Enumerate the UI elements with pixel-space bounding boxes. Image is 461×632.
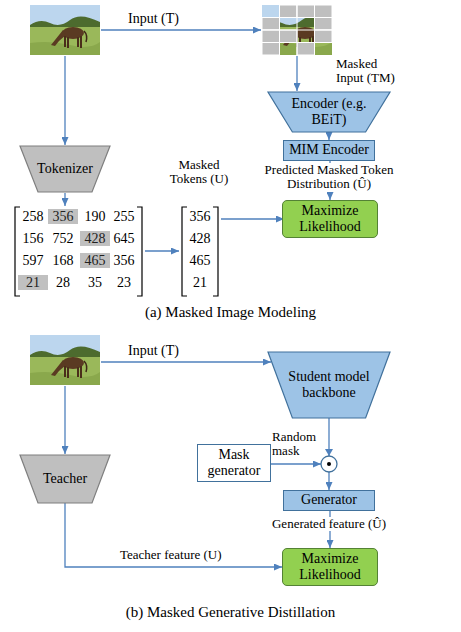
arrow-head [325, 449, 333, 456]
subfigure-caption: (a) Masked Image Modeling [0, 304, 461, 321]
multiply-dot [327, 462, 331, 466]
tokenizer-block: Tokenizer [20, 146, 110, 192]
arrow-label: Masked Input (TM) [336, 57, 402, 86]
token-cell: 356 [48, 209, 78, 224]
process-box: Mask generator [197, 444, 271, 482]
arrow-label: Input (T) [128, 343, 179, 358]
process-box: Generator [283, 490, 375, 511]
token-cell: 356 [185, 209, 215, 224]
backbone-block: Student model backbone [268, 352, 390, 418]
token-cell: 258 [18, 209, 48, 224]
node-text-group: MIM Encoder [289, 142, 369, 158]
token-cell: 156 [18, 231, 48, 246]
token-cell: 255 [109, 209, 139, 224]
token-cell: 21 [18, 275, 48, 290]
node-text-group: Mask generator [198, 447, 270, 479]
token-cell: 752 [48, 231, 78, 246]
node-label: Maximize Likelihood [283, 551, 377, 583]
arrow-label: Random mask [272, 430, 322, 459]
matrix-brackets [15, 207, 218, 296]
token-cell: 21 [185, 275, 215, 290]
token-cell: 28 [48, 275, 78, 290]
token-cell: 428 [185, 231, 215, 246]
token-cell: 356 [109, 253, 139, 268]
subfigure-caption: (b) Masked Generative Distillation [0, 604, 461, 621]
flow-connector [328, 132, 329, 140]
arrow-label: Input (T) [128, 11, 179, 26]
encoder-block: Encoder (e.g. BEiT) [268, 92, 390, 132]
node-text-group: Generator [301, 492, 357, 508]
token-cell: 190 [80, 209, 110, 224]
token-cell: 597 [18, 253, 48, 268]
node-label: Mask generator [198, 447, 270, 479]
edge-label: Teacher feature (U) [118, 548, 224, 562]
trapezoid-outline [20, 455, 110, 503]
token-cell: 465 [80, 253, 110, 268]
process-box: MIM Encoder [283, 140, 375, 161]
loss-box: Maximize Likelihood [282, 200, 378, 238]
node-text-group: Tokenizer [37, 161, 93, 177]
node-label: MIM Encoder [289, 142, 369, 158]
node-text-group: Student model backbone [279, 369, 379, 401]
node-label: Generator [301, 492, 357, 508]
node-text-group: Teacher [43, 471, 87, 487]
multiply-symbol [321, 456, 337, 472]
node-label: Teacher [43, 471, 87, 487]
token-cell: 465 [185, 253, 215, 268]
edge-label: Generated feature (Û) [270, 517, 388, 531]
token-cell: 35 [80, 275, 110, 290]
trapezoid-outline [268, 352, 390, 418]
edge-label: Predicted Masked Token Distribution (Û) [257, 163, 401, 192]
token-cell: 645 [109, 231, 139, 246]
flow-connector [65, 503, 282, 567]
trapezoid-outline [20, 146, 110, 192]
loss-box: Maximize Likelihood [282, 548, 378, 586]
trapezoid-outline [268, 92, 390, 132]
node-text-group: Maximize Likelihood [283, 551, 377, 583]
node-label: Student model backbone [279, 369, 379, 401]
token-cell: 168 [48, 253, 78, 268]
flow-arrows [65, 30, 297, 251]
teacher-block: Teacher [20, 455, 110, 503]
node-label: Encoder (e.g. BEiT) [289, 96, 369, 128]
horse-photo [30, 335, 100, 385]
node-label: Maximize Likelihood [283, 203, 377, 235]
token-cell: 23 [109, 275, 139, 290]
matrix-heading: Masked Tokens (U) [166, 158, 232, 187]
node-text-group: Encoder (e.g. BEiT) [289, 96, 369, 128]
horse-photo [30, 5, 100, 55]
token-cell: 428 [80, 231, 110, 246]
node-label: Tokenizer [37, 161, 93, 177]
node-text-group: Maximize Likelihood [283, 203, 377, 235]
masked-photo [262, 5, 332, 55]
